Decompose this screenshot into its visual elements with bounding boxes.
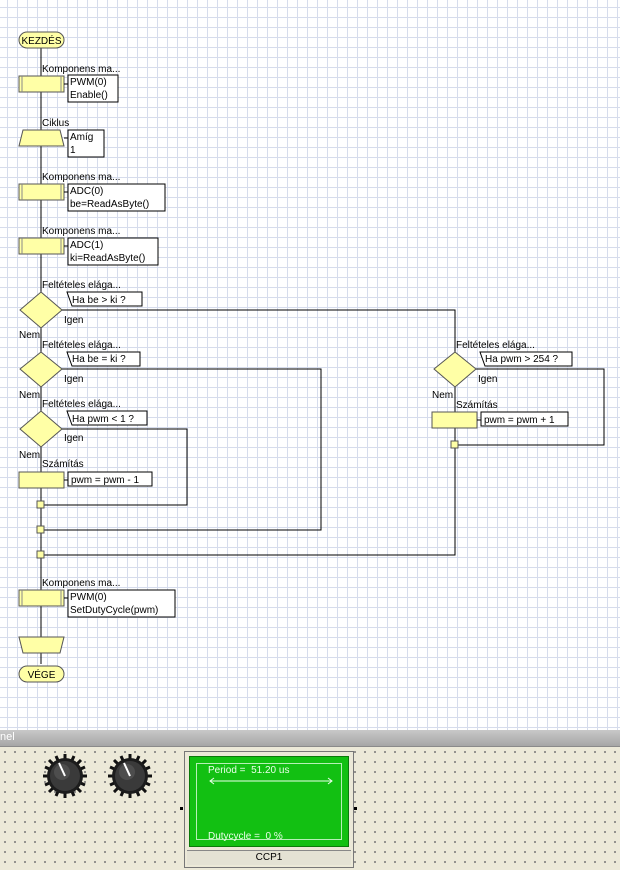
scope-period: Period = 51.20 us (208, 765, 290, 776)
panel-body: Period = 51.20 us Dutycycle = 0 % CCP1 (0, 747, 620, 870)
macro-line: be=ReadAsByte() (70, 199, 149, 210)
macro-line: PWM(0) (70, 77, 107, 88)
macro-title: Komponens ma... (42, 64, 120, 75)
panel-window: nel (0, 730, 620, 870)
junction-node (36, 525, 45, 534)
macro-line: SetDutyCycle(pwm) (70, 605, 158, 616)
macro-title: Komponens ma... (42, 172, 120, 183)
scope-label: CCP1 (187, 850, 351, 865)
panel-title: nel (0, 731, 15, 743)
macro-line: ADC(1) (70, 240, 103, 251)
end-label: VÉGE (28, 668, 56, 681)
calc-title: Számítás (456, 400, 498, 411)
loop-start[interactable]: Ciklus Amíg 1 (18, 118, 105, 158)
yes-label: Igen (64, 433, 83, 444)
knob-icon[interactable] (40, 751, 90, 801)
decision-condition: Ha pwm > 254 ? (485, 354, 559, 365)
decision-pwm-gt-254[interactable]: Feltételes elága... Ha pwm > 254 ? Igen … (432, 310, 605, 555)
yes-label: Igen (64, 374, 83, 385)
macro-line: ADC(0) (70, 186, 103, 197)
scope-dutycycle: Dutycycle = 0 % (208, 831, 283, 842)
decision-title: Feltételes elága... (456, 340, 535, 351)
macro-line: PWM(0) (70, 592, 107, 603)
calc-expression: pwm = pwm - 1 (71, 475, 140, 486)
scope-screen: Period = 51.20 us Dutycycle = 0 % (189, 756, 349, 847)
decision-condition: Ha be = ki ? (72, 354, 126, 365)
loop-end[interactable] (18, 636, 65, 654)
decision-title: Feltételes elága... (42, 399, 121, 410)
knob-icon[interactable] (105, 751, 155, 801)
component-macro-pwm-enable[interactable]: Komponens ma... PWM(0) Enable() (18, 64, 120, 103)
start-terminal[interactable]: KEZDÉS (18, 31, 65, 49)
macro-line: Enable() (70, 90, 108, 101)
no-label: Nem (19, 330, 40, 341)
decision-condition: Ha be > ki ? (72, 295, 126, 306)
no-label: Nem (19, 390, 40, 401)
calculation-pwm-minus[interactable]: Számítás pwm = pwm - 1 (18, 459, 153, 489)
end-terminal[interactable]: VÉGE (18, 665, 65, 683)
decision-title: Feltételes elága... (42, 340, 121, 351)
calc-expression: pwm = pwm + 1 (484, 415, 555, 426)
scope-inner-frame (196, 763, 342, 840)
junction-node (450, 440, 459, 449)
component-macro-adc0[interactable]: Komponens ma... ADC(0) be=ReadAsByte() (18, 172, 166, 212)
decision-title: Feltételes elága... (42, 280, 121, 291)
no-label: Nem (19, 450, 40, 461)
junction-node (36, 500, 45, 509)
decision-pwm-lt-1[interactable]: Feltételes elága... Ha pwm < 1 ? Igen Ne… (19, 399, 188, 506)
loop-line: Amíg (70, 132, 93, 143)
macro-title: Komponens ma... (42, 226, 120, 237)
component-macro-set-duty[interactable]: Komponens ma... PWM(0) SetDutyCycle(pwm) (18, 578, 176, 618)
decision-be-eq-ki[interactable]: Feltételes elága... Ha be = ki ? Igen Ne… (19, 340, 322, 531)
ccp1-scope-component[interactable]: Period = 51.20 us Dutycycle = 0 % CCP1 (184, 751, 354, 868)
loop-line: 1 (70, 145, 76, 156)
panel-title-bar[interactable]: nel (0, 730, 620, 747)
macro-title: Komponens ma... (42, 578, 120, 589)
yes-label: Igen (478, 374, 497, 385)
loop-title: Ciklus (42, 118, 69, 129)
calculation-pwm-plus[interactable]: Számítás pwm = pwm + 1 (431, 400, 569, 429)
macro-line: ki=ReadAsByte() (70, 253, 145, 264)
start-label: KEZDÉS (21, 34, 61, 47)
component-macro-adc1[interactable]: Komponens ma... ADC(1) ki=ReadAsByte() (18, 226, 159, 266)
decision-condition: Ha pwm < 1 ? (72, 414, 134, 425)
connector-pin (354, 807, 357, 810)
junction-node (36, 550, 45, 559)
double-arrow-icon (209, 777, 333, 785)
no-label: Nem (432, 390, 453, 401)
connector-pin (180, 807, 183, 810)
calc-title: Számítás (42, 459, 84, 470)
flowchart-canvas[interactable]: KEZDÉS Komponens ma... PWM(0) Enable() C… (0, 0, 620, 730)
yes-label: Igen (64, 315, 83, 326)
